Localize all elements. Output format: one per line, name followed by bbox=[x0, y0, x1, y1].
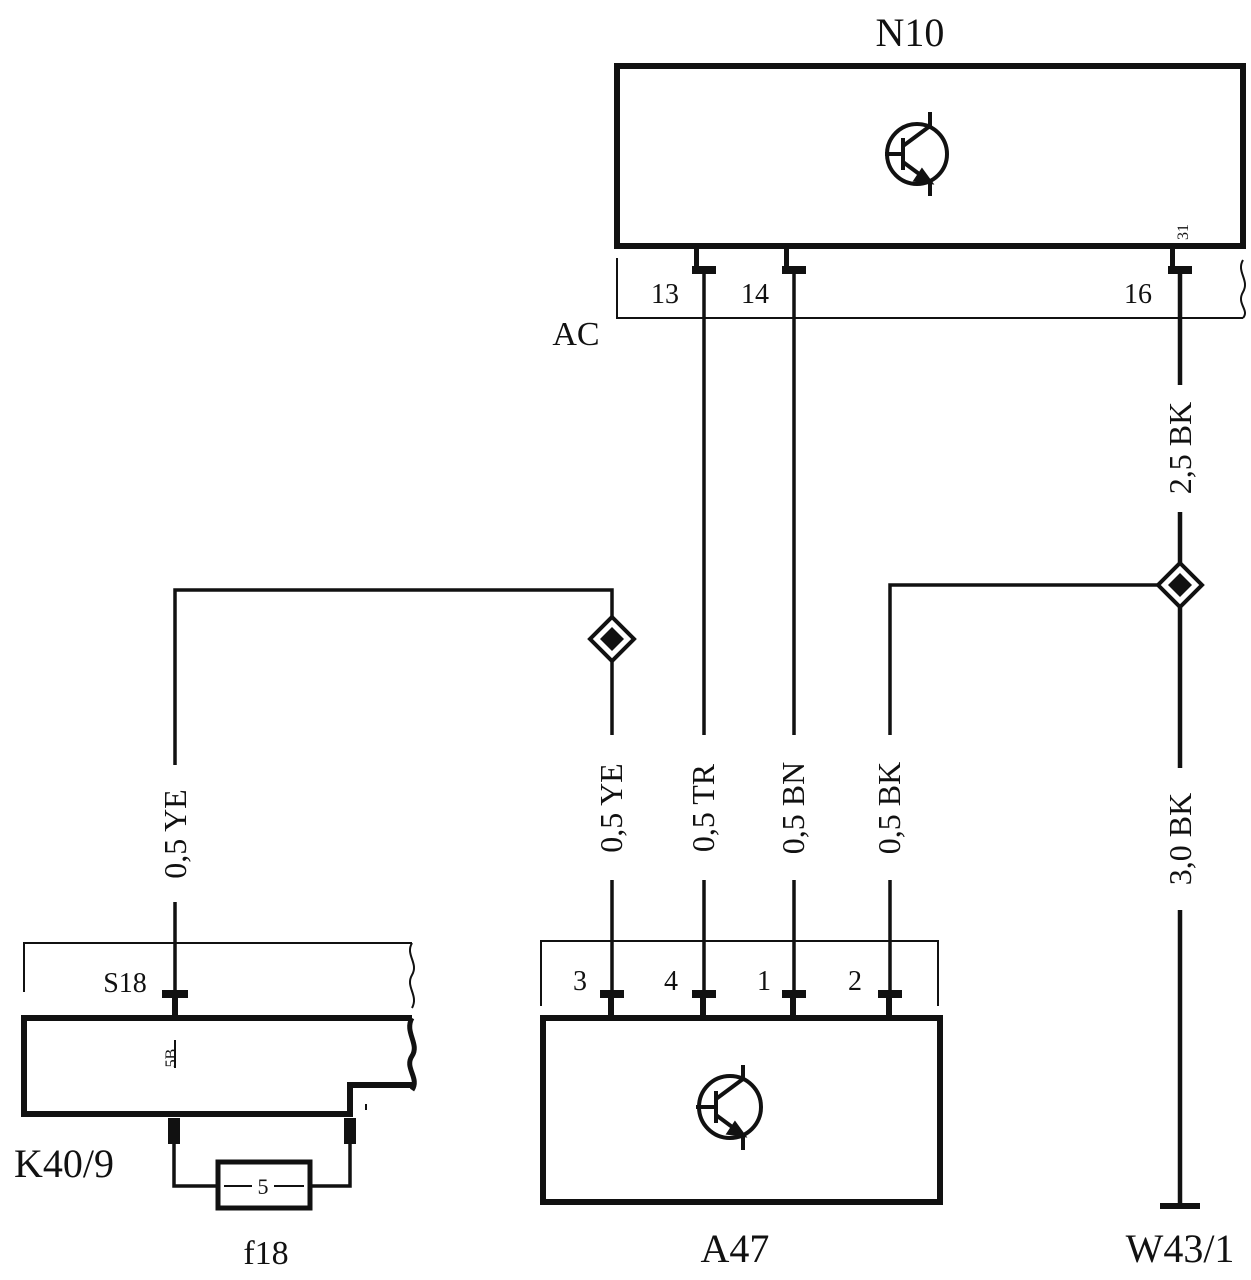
splice-ye bbox=[587, 614, 637, 664]
a47-pin-2-label: 2 bbox=[848, 966, 862, 997]
n10-unit: N10 31 AC 13 1 bbox=[552, 10, 1246, 353]
n10-pin-16-label: 16 bbox=[1124, 279, 1152, 310]
fuse-wire-left bbox=[172, 1144, 220, 1188]
k40-9-unit: S18 5B K40/9 bbox=[14, 942, 417, 1188]
n10-connector-frame bbox=[616, 258, 1243, 319]
n10-transistor-icon bbox=[885, 112, 949, 196]
a47-pin-4 bbox=[692, 990, 716, 1018]
k40-9-internal-pin-label: 5B bbox=[163, 1049, 180, 1068]
k40-9-connector-frame bbox=[23, 942, 412, 992]
fuse-f18: 5 f18 bbox=[215, 1159, 313, 1272]
n10-internal-pin-label: 31 bbox=[1175, 224, 1192, 240]
fuse-wire-right bbox=[310, 1144, 352, 1188]
a47-unit: 3 4 1 2 A47 bbox=[540, 940, 943, 1271]
fuse-value-bg bbox=[252, 1174, 274, 1198]
n10-pin-13-label: 13 bbox=[651, 279, 679, 310]
a47-box bbox=[540, 1015, 943, 1205]
splice-bk bbox=[1155, 560, 1205, 610]
a47-transistor-icon bbox=[696, 1065, 763, 1150]
k40-9-pin-s18-label: S18 bbox=[103, 968, 147, 999]
n10-box bbox=[614, 63, 1246, 249]
a47-connector-frame bbox=[540, 940, 939, 1006]
a47-pin-3-label: 3 bbox=[573, 966, 587, 997]
wire-bk-top-label: 2,5 BK bbox=[1162, 402, 1198, 494]
n10-pin-13 bbox=[692, 246, 716, 274]
ground-w43-1: W43/1 bbox=[1126, 1203, 1235, 1271]
n10-pin-16 bbox=[1168, 246, 1192, 274]
a47-pin-1-label: 1 bbox=[757, 966, 771, 997]
n10-label: N10 bbox=[876, 10, 945, 55]
a47-pin-4-label: 4 bbox=[664, 966, 678, 997]
fuse-label: f18 bbox=[243, 1235, 288, 1272]
wire-bk-a47-label: 0,5 BK bbox=[871, 762, 907, 854]
a47-pin-3 bbox=[600, 990, 624, 1018]
fuse-value-label: 5 bbox=[258, 1174, 269, 1199]
wire-ye-right-label: 0,5 YE bbox=[593, 763, 629, 852]
n10-connector-break bbox=[1240, 259, 1246, 319]
k40-9-label: K40/9 bbox=[14, 1141, 114, 1186]
k40-9-terminal-right bbox=[344, 1118, 356, 1144]
a47-pin-1 bbox=[782, 990, 806, 1018]
n10-pin-14 bbox=[782, 246, 806, 274]
wire-ye-left-label: 0,5 YE bbox=[157, 789, 193, 878]
wire-bk-a47-upper bbox=[888, 583, 1160, 735]
k40-9-connector-break bbox=[409, 942, 415, 1009]
wire-ye-left-upper bbox=[173, 588, 614, 765]
n10-connector-label: AC bbox=[552, 316, 599, 353]
a47-pin-2 bbox=[878, 990, 902, 1018]
a47-label: A47 bbox=[701, 1226, 770, 1271]
k40-9-box-break bbox=[407, 1016, 417, 1092]
wire-bk-ground-label: 3,0 BK bbox=[1162, 793, 1198, 885]
n10-pin-14-label: 14 bbox=[741, 279, 769, 310]
wire-tr-label: 0,5 TR bbox=[685, 763, 721, 852]
k40-9-box bbox=[21, 1015, 412, 1117]
k40-9-terminal-left bbox=[168, 1118, 180, 1144]
k40-9-pin-s18 bbox=[162, 990, 188, 1018]
ground-label: W43/1 bbox=[1126, 1226, 1235, 1271]
wire-bn-label: 0,5 BN bbox=[775, 762, 811, 854]
